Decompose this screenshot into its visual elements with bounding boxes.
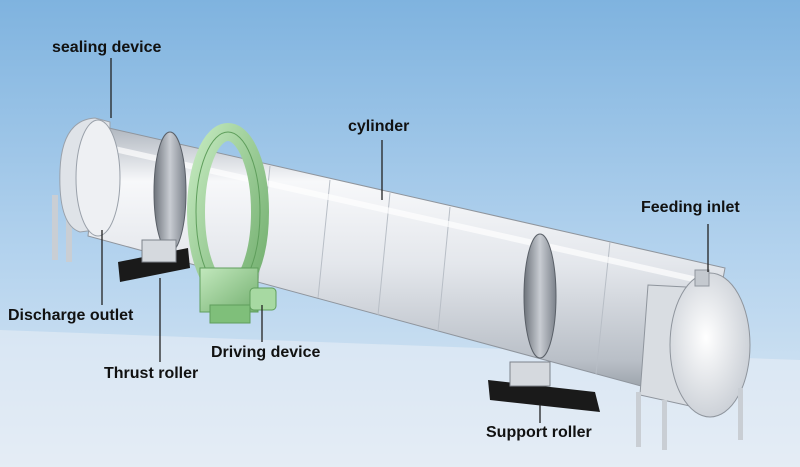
driving-device-unit [199,267,277,324]
leader-lines [101,58,709,423]
label-cylinder: cylinder [348,118,410,135]
feed-hood [636,269,751,450]
label-feeding-inlet: Feeding inlet [641,199,740,216]
thrust-roller-base [118,239,190,282]
discharge-end-cap [75,119,121,237]
label-sealing-device: sealing device [52,39,162,56]
label-support-roller: Support roller [486,424,592,441]
label-thrust-roller: Thrust roller [104,365,199,382]
label-discharge-outlet: Discharge outlet [8,307,134,324]
riding-ring-left [153,131,187,253]
riding-ring-right [523,233,557,359]
label-driving-device: Driving device [211,344,321,361]
support-roller-base [488,361,600,412]
